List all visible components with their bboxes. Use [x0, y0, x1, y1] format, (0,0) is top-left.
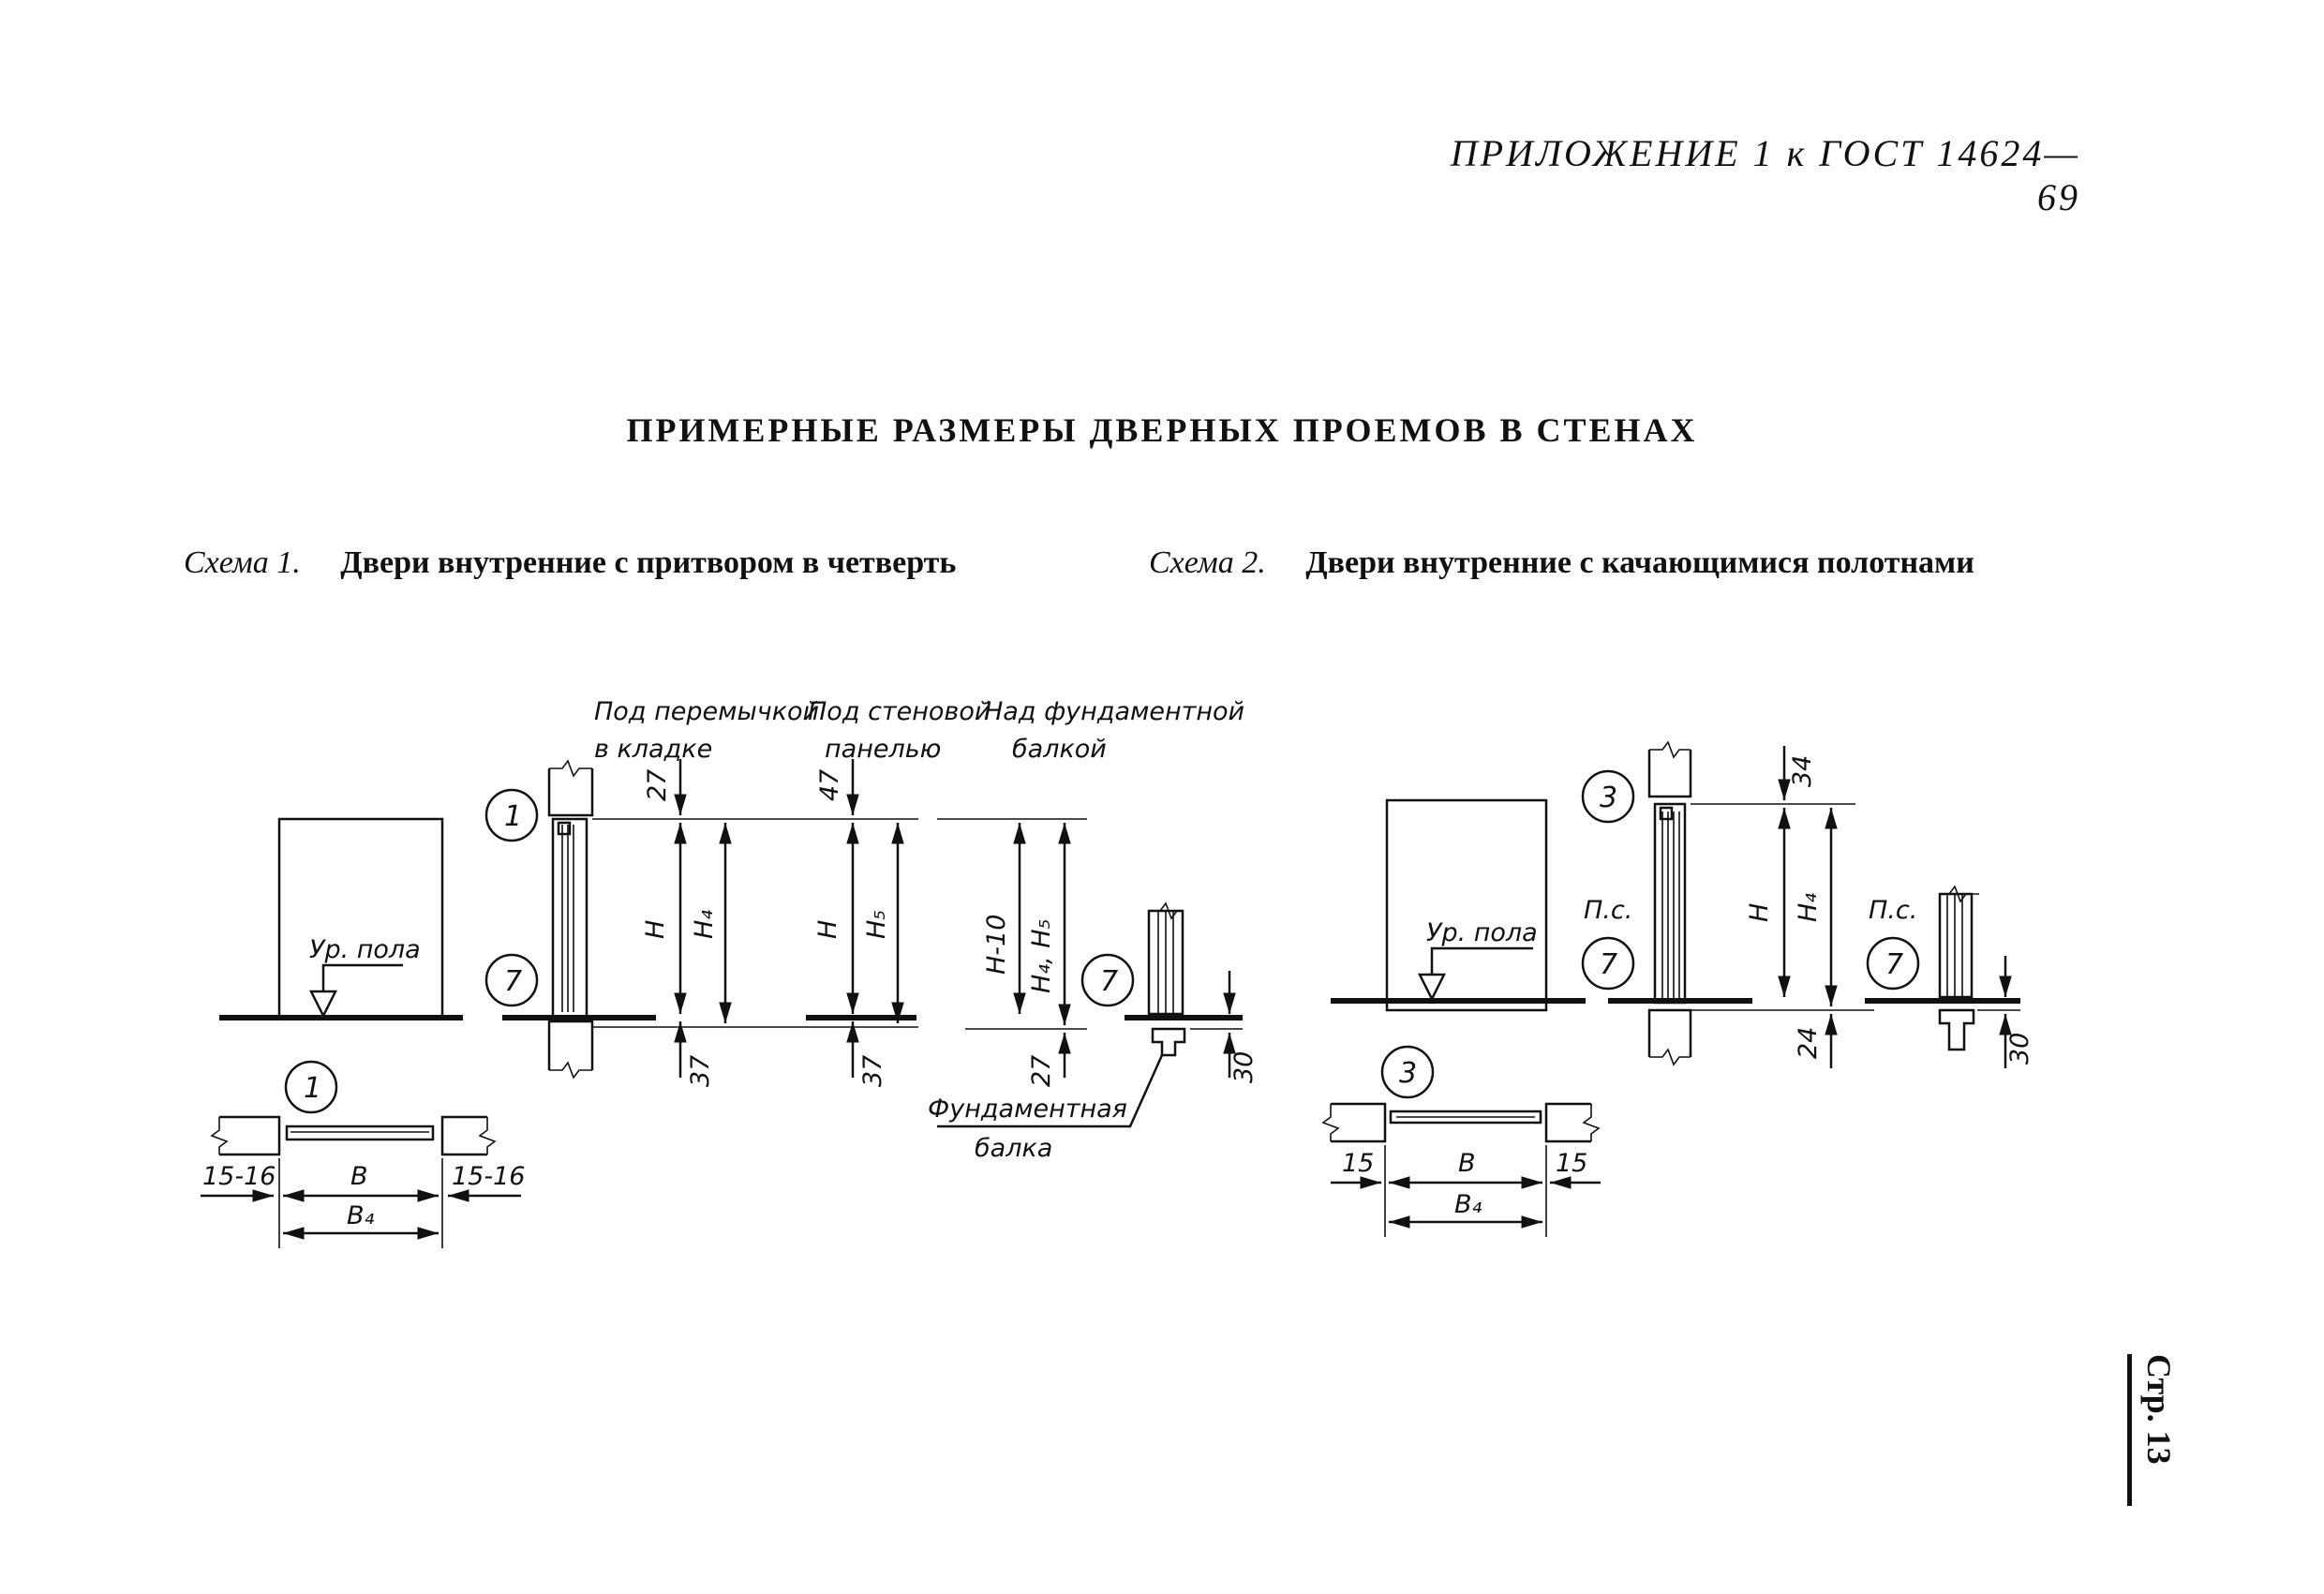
scheme2-mark-top: 3 — [1600, 782, 1617, 814]
scheme2-caption: Схема 2. Двери внутренние с качающимися … — [1149, 545, 1974, 581]
scheme1-beam-label-1: Фундаментная — [928, 1095, 1127, 1124]
scheme1-dim-H4H5: H₄, H₅ — [1027, 919, 1056, 993]
scheme1-mark-top: 1 — [504, 800, 522, 833]
scheme1-col-panel-1: Под стеновой — [808, 697, 991, 726]
scheme1-dim-27a: 27 — [643, 769, 672, 801]
scheme1-dim-H4: H₄ — [690, 910, 719, 939]
scheme1-plan: 1 15-16 B 15-16 B₄ — [201, 1060, 525, 1248]
scheme1-mark-bottom: 7 — [504, 965, 522, 998]
page-number: Стр. 13 — [2127, 1354, 2181, 1506]
scheme1-plan-right: 15-16 — [452, 1162, 525, 1191]
scheme1-dim-H10: H-10 — [982, 915, 1011, 975]
scheme1-dim-H5: H₅ — [862, 910, 891, 939]
scheme2-floor-level: Ур. пола — [1426, 918, 1538, 947]
scheme2-dim-H: H — [1745, 903, 1774, 922]
scheme1-text: Двери внутренние с притвором в четверть — [340, 545, 957, 580]
scheme2-mark-plan: 3 — [1399, 1057, 1417, 1090]
scheme1-dim-47: 47 — [815, 769, 844, 801]
scheme2-plan-B: B — [1458, 1149, 1476, 1178]
scheme2-plan-right: 15 — [1556, 1149, 1587, 1178]
scheme1-mark-plan: 1 — [304, 1072, 321, 1105]
scheme1-caption: Схема 1. Двери внутренние с притвором в … — [184, 545, 956, 581]
scheme1-col-lintel-1: Под перемычкой — [594, 697, 819, 726]
scheme1-beam-section — [1125, 901, 1243, 1057]
scheme2-ps-right: П.с. — [1869, 896, 1917, 925]
scheme1-col-lintel-2: в кладке — [594, 735, 712, 764]
scheme1-door-elevation — [277, 817, 444, 1020]
scheme1-dim-37a: 37 — [686, 1055, 715, 1087]
page-number-text: Стр. 13 — [2140, 1354, 2178, 1465]
scheme2-plan-left: 15 — [1342, 1149, 1374, 1178]
scheme1-plan-B: B — [350, 1162, 368, 1191]
scheme1-dim-H-b: H — [813, 920, 842, 939]
scheme2-mark-bottom: 7 — [1600, 948, 1617, 981]
scheme2-drawing: Ур. пола 3 7 П.с. 34 H H₄ 24 7 — [1321, 740, 2034, 1237]
page-title: ПРИМЕРНЫЕ РАЗМЕРЫ ДВЕРНЫХ ПРОЕМОВ В СТЕН… — [626, 411, 1698, 449]
scheme1-dim-27b: 27 — [1027, 1055, 1056, 1087]
scheme2-mark-beam: 7 — [1885, 948, 1903, 981]
scheme1-drawing: Ур. пола Под перемычкой в кладке Под сте… — [201, 697, 1259, 1248]
scheme2-plan-B4: B₄ — [1454, 1190, 1482, 1219]
scheme1-beam-label-2: балка — [975, 1134, 1052, 1163]
scheme1-plan-B4: B₄ — [347, 1201, 375, 1230]
scheme1-plan-left: 15-16 — [202, 1162, 276, 1191]
scheme1-col-panel-2: панелью — [825, 735, 941, 764]
scheme1-col-beam-1: Над фундаментной — [984, 697, 1244, 726]
scheme2-beam-section — [1865, 885, 2020, 1051]
scheme2-door-elevation — [1385, 798, 1548, 1012]
scheme2-wall-section — [1647, 740, 1692, 1066]
scheme1-wall-section — [547, 759, 594, 1080]
scheme1-floor-level: Ур. пола — [309, 935, 421, 964]
appendix-header: ПРИЛОЖЕНИЕ 1 к ГОСТ 14624—69 — [1450, 132, 2080, 218]
scheme2-plan: 3 15 B 15 B₄ — [1321, 1045, 1601, 1237]
scheme1-dim-37b: 37 — [858, 1055, 887, 1087]
scheme2-text: Двери внутренние с качающимися полотнами — [1305, 545, 1974, 580]
scheme1-label: Схема 1. — [184, 545, 301, 580]
scheme1-mark-beam: 7 — [1100, 965, 1118, 998]
scheme2-label: Схема 2. — [1149, 545, 1266, 580]
scheme2-ps-left: П.с. — [1584, 896, 1632, 925]
scheme1-dim-H: H — [641, 920, 670, 939]
scheme2-dim-24: 24 — [1794, 1027, 1823, 1059]
scheme1-level-mark — [308, 990, 338, 1019]
scheme1-col-beam-2: балкой — [1012, 735, 1107, 764]
scheme1-dim-30: 30 — [1229, 1051, 1259, 1083]
scheme2-dim-30: 30 — [2005, 1033, 2034, 1065]
scheme2-dim-H4: H₄ — [1794, 893, 1823, 922]
scheme2-dim-34: 34 — [1788, 755, 1817, 787]
scheme2-level-mark — [1417, 973, 1447, 1002]
